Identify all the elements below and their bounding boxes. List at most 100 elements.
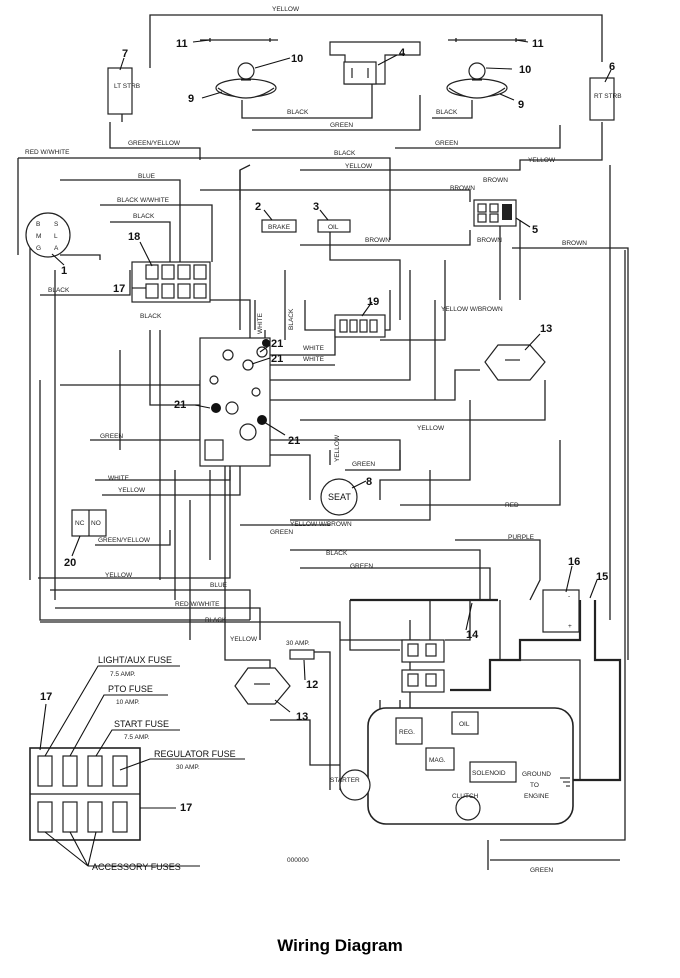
light-right: [446, 62, 508, 99]
callout-18: 18: [128, 231, 140, 243]
callout-numbers: 11 11 10 10 9 9 4 7 6 1 2 3 5 18 17 19 2…: [40, 38, 615, 814]
wire-harness: [17, 14, 629, 870]
wire-label-green-yellow-20: GREEN/YELLOW: [98, 537, 151, 544]
oil-label: OIL: [328, 224, 339, 231]
wire-label-green-left: GREEN: [100, 433, 123, 440]
reg-label: REG.: [399, 729, 415, 736]
callout-17-legend-top-leader: [39, 703, 47, 751]
wire-label-green-seat: GREEN: [352, 461, 375, 468]
key-terminal-a: A: [54, 245, 59, 252]
callout-5: 5: [532, 224, 538, 236]
wire-label-black-lower: BLACK: [326, 550, 348, 557]
ground-label-2: TO: [530, 782, 539, 789]
callout-20: 20: [64, 557, 76, 569]
callout-21-c: 21: [174, 399, 186, 411]
brake-label: BRAKE: [268, 224, 291, 231]
callout-12: 12: [306, 679, 318, 691]
light-left: [215, 62, 277, 99]
hour-meter: [334, 314, 386, 338]
wire-label-yellow-12: YELLOW: [230, 636, 258, 643]
wire-label-black-vertical: BLACK: [288, 308, 295, 330]
oil-engine-label: OIL: [459, 721, 470, 728]
seat-switch: SEAT: [320, 478, 358, 516]
diagram-caption: Wiring Diagram: [277, 936, 403, 955]
callout-17-legend-top: 17: [40, 691, 52, 703]
callout-3: 3: [313, 201, 319, 213]
callout-10-right: 10: [519, 64, 531, 76]
pto-fuse-label: PTO FUSE: [108, 684, 153, 694]
wire-label-white-1: WHITE: [303, 345, 325, 352]
wire-label-yellow-brown: YELLOW W/BROWN: [441, 306, 503, 313]
relay-upper: [484, 344, 546, 381]
fuse-slots: [37, 755, 128, 833]
wire-label-black-bottom: BLACK: [205, 617, 227, 624]
callout-6: 6: [609, 61, 615, 73]
control-module: [199, 337, 271, 467]
callout-15: 15: [596, 571, 608, 583]
callout-21-d: 21: [288, 435, 300, 447]
starter: STARTER: [330, 769, 371, 801]
wire-label-green-yellow-top: GREEN/YELLOW: [128, 140, 181, 147]
callout-11-right: 11: [532, 38, 544, 50]
callout-1: 1: [61, 265, 67, 277]
wire-label-brown-5-bottom: BROWN: [477, 237, 502, 244]
wire-label-green-lower-2: GREEN: [350, 563, 373, 570]
regulator-fuse-label: REGULATOR FUSE: [154, 749, 236, 759]
starter-label: STARTER: [330, 777, 360, 784]
callout-9-right: 9: [518, 99, 524, 111]
callout-4: 4: [399, 47, 406, 59]
wire-label-yellow-bottom: YELLOW: [105, 572, 133, 579]
key-terminal-l: L: [54, 233, 58, 240]
engine: REG. OIL MAG. SOLENOID CLUTCH GROUND TO …: [367, 707, 574, 825]
callout-16: 16: [568, 556, 580, 568]
wire-label-yellow-right: YELLOW: [528, 157, 556, 164]
callout-13-upper: 13: [540, 323, 552, 335]
key-terminal-b: B: [36, 221, 40, 228]
wire-label-black-mid: BLACK: [334, 150, 356, 157]
rt-strobe: RT STRB: [589, 77, 622, 121]
wire-label-green-lower: GREEN: [270, 529, 293, 536]
ground-label-1: GROUND: [522, 771, 551, 778]
seat-label: SEAT: [328, 492, 351, 502]
callout-17-upper: 17: [113, 283, 125, 295]
wire-label-red: RED: [505, 502, 519, 509]
brake-switch: BRAKE: [261, 219, 297, 233]
wire-label-white-20: WHITE: [108, 475, 130, 482]
wire-label-blue-bottom: BLUE: [210, 582, 228, 589]
wire-label-black-connector: BLACK: [48, 287, 70, 294]
wire-label-black-right: BLACK: [436, 109, 458, 116]
wire-label-brown-top: BROWN: [450, 185, 475, 192]
pto-switch-block: [473, 199, 517, 227]
wire-label-yellow-vertical: YELLOW: [334, 434, 341, 462]
regulator-fuse-amp: 30 AMP.: [176, 764, 200, 771]
oil-switch: OIL: [317, 219, 351, 233]
callout-21-b: 21: [271, 353, 283, 365]
wire-label-brown-right: BROWN: [562, 240, 587, 247]
fuse-block-upper: [131, 261, 211, 303]
rt-strb-text: RT STRB: [594, 93, 622, 100]
callout-11-left: 11: [176, 38, 188, 50]
accessory-fuses-label: ACCESSORY FUSES: [92, 862, 181, 872]
key-terminal-s: S: [54, 221, 59, 228]
wire-label-yellow-brown-seat: YELLOW W/BROWN: [290, 521, 352, 528]
wire-label-yellow-mid: YELLOW: [345, 163, 373, 170]
wire-label-purple: PURPLE: [508, 534, 535, 541]
wire-label-blue: BLUE: [138, 173, 156, 180]
svg-text:+: +: [568, 623, 572, 630]
wire-label-black-white: BLACK W/WHITE: [117, 197, 170, 204]
wire-label-green-center: GREEN: [330, 122, 353, 129]
wire-label-red-white-bottom: RED W/WHITE: [175, 601, 220, 608]
nc-no-switch: NC NO: [71, 509, 107, 537]
wire-label-white-2: WHITE: [303, 356, 325, 363]
relay-pair: [401, 639, 445, 693]
key-switch: B S L M G A: [25, 212, 71, 258]
wire-label-green-right: GREEN: [435, 140, 458, 147]
wire-label-yellow-21: YELLOW: [417, 425, 445, 432]
relay-lower: [234, 667, 291, 705]
start-fuse-amp: 7.5 AMP.: [124, 734, 150, 741]
wiring-diagram: YELLOW BLACK BLACK GREEN GREEN/YELLOW GR…: [17, 6, 629, 874]
solenoid-label: SOLENOID: [472, 770, 506, 777]
wire-label-red-white-top: RED W/WHITE: [25, 149, 70, 156]
wire-label-yellow-top: YELLOW: [272, 6, 300, 13]
wire-labels: YELLOW BLACK BLACK GREEN GREEN/YELLOW GR…: [25, 6, 587, 874]
